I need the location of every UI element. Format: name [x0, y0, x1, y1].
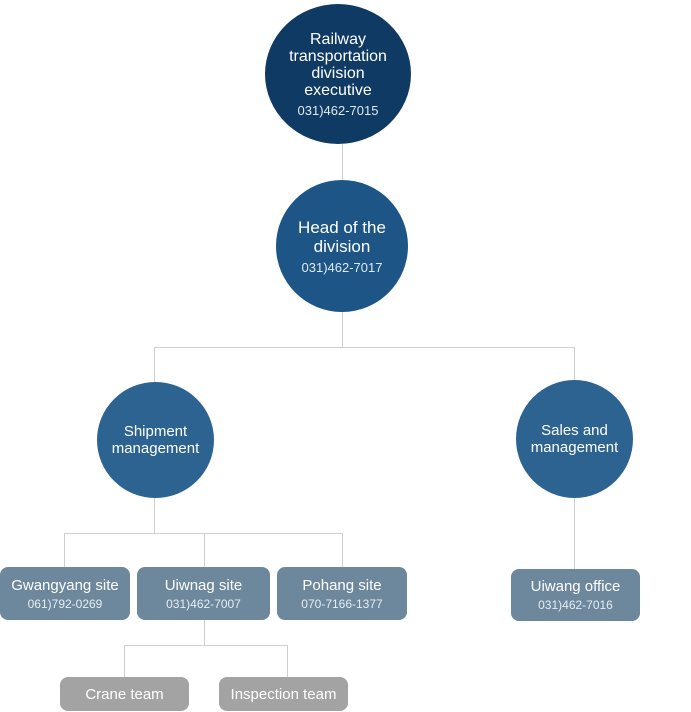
connector-bar-pohang	[342, 533, 343, 567]
site-pohang-phone: 070-7166-1377	[301, 596, 383, 611]
connector-bar-sales	[574, 347, 575, 380]
team-crane: Crane team	[60, 677, 189, 711]
site-uiwnag-title: Uiwnag site	[164, 576, 243, 594]
connector-bar-shipment	[154, 347, 155, 382]
executive-title: Railway transportation division executiv…	[289, 30, 387, 99]
connector-teams-bar	[124, 645, 288, 646]
head-phone: 031)462-7017	[301, 259, 383, 275]
sales-title: Sales and management	[530, 422, 619, 456]
shipment-title: Shipment management	[111, 423, 200, 457]
connector-bar-uiwnag	[204, 533, 205, 567]
executive-phone: 031)462-7015	[297, 102, 379, 118]
connector-sites-bar	[64, 533, 343, 534]
connector-uiwnag-down	[204, 620, 205, 645]
site-gwangyang-phone: 061)792-0269	[27, 596, 103, 611]
connector-bar-inspection	[287, 645, 288, 677]
head-node: Head of the division 031)462-7017	[276, 180, 408, 312]
head-title: Head of the division	[298, 217, 386, 256]
connector-division-bar	[154, 347, 575, 348]
connector-executive-head	[342, 144, 343, 180]
connector-bar-crane	[124, 645, 125, 677]
team-inspection-title: Inspection team	[230, 685, 337, 703]
connector-sales-office	[574, 498, 575, 569]
team-inspection: Inspection team	[219, 677, 348, 711]
sales-node: Sales and management	[516, 380, 633, 498]
shipment-node: Shipment management	[97, 382, 214, 498]
connector-bar-gwangyang	[64, 533, 65, 567]
site-pohang-title: Pohang site	[302, 576, 382, 594]
connector-shipment-down	[154, 498, 155, 534]
executive-node: Railway transportation division executiv…	[265, 4, 411, 144]
site-gwangyang: Gwangyang site 061)792-0269	[0, 567, 130, 620]
connector-head-down	[342, 312, 343, 348]
office-uiwang-phone: 031)462-7016	[538, 598, 613, 612]
site-uiwnag: Uiwnag site 031)462-7007	[137, 567, 270, 620]
office-uiwang-title: Uiwang office	[530, 578, 621, 595]
team-crane-title: Crane team	[85, 685, 164, 703]
site-pohang: Pohang site 070-7166-1377	[277, 567, 407, 620]
site-uiwnag-phone: 031)462-7007	[166, 596, 241, 611]
office-uiwang: Uiwang office 031)462-7016	[511, 569, 640, 621]
site-gwangyang-title: Gwangyang site	[11, 576, 119, 594]
